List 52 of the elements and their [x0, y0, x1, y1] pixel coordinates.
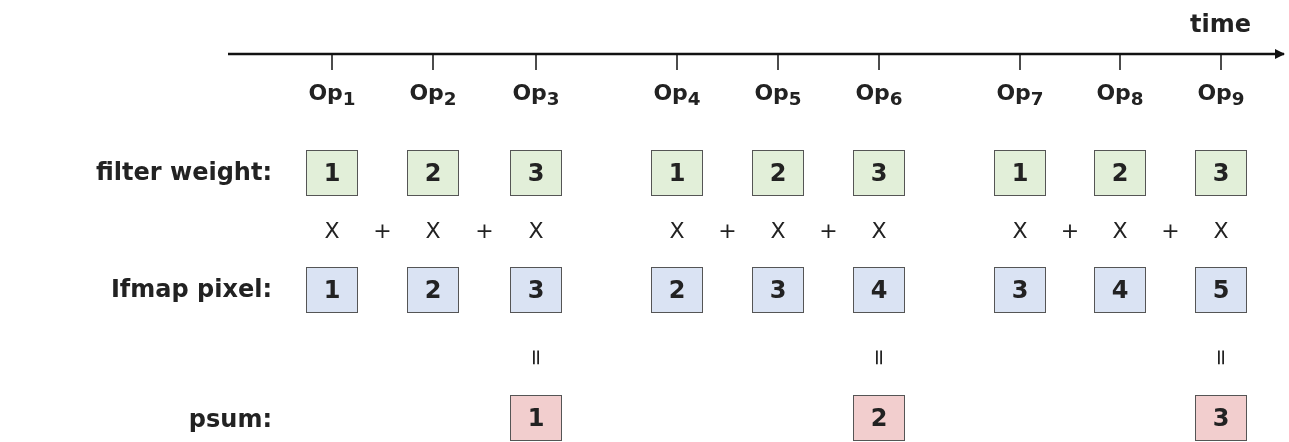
operation-label: Op$_{1}$	[308, 80, 356, 110]
filter-weight-box: 3	[510, 150, 562, 196]
multiply-sign: X	[669, 218, 685, 243]
filter-weight-box: 1	[651, 150, 703, 196]
ifmap-pixel-box: 4	[853, 267, 905, 313]
multiply-sign: X	[871, 218, 887, 243]
multiply-sign: X	[528, 218, 544, 243]
operation-label: Op$_{9}$	[1197, 80, 1245, 110]
operation-label: Op$_{3}$	[512, 80, 560, 110]
ifmap-pixel-box: 5	[1195, 267, 1247, 313]
psum-box: 2	[853, 395, 905, 441]
operation-label: Op$_{2}$	[409, 80, 457, 110]
ifmap-pixel-box: 3	[994, 267, 1046, 313]
equals-sign: =	[523, 348, 549, 367]
plus-sign: +	[475, 218, 494, 243]
plus-sign: +	[718, 218, 737, 243]
multiply-sign: X	[1112, 218, 1128, 243]
row-label: psum:	[188, 405, 272, 433]
operation-label: Op$_{6}$	[855, 80, 903, 110]
plus-sign: +	[373, 218, 392, 243]
filter-weight-box: 3	[1195, 150, 1247, 196]
row-label: Ifmap pixel:	[110, 275, 272, 303]
multiply-sign: X	[770, 218, 786, 243]
filter-weight-box: 2	[407, 150, 459, 196]
plus-sign: +	[1161, 218, 1180, 243]
ifmap-pixel-box: 2	[407, 267, 459, 313]
operation-label: Op$_{7}$	[996, 80, 1044, 110]
ifmap-pixel-box: 3	[510, 267, 562, 313]
operation-label: Op$_{4}$	[653, 80, 701, 110]
row-label: filter weight:	[96, 158, 272, 186]
ifmap-pixel-box: 2	[651, 267, 703, 313]
filter-weight-box: 2	[752, 150, 804, 196]
multiply-sign: X	[1213, 218, 1229, 243]
plus-sign: +	[819, 218, 838, 243]
ifmap-pixel-box: 4	[1094, 267, 1146, 313]
multiply-sign: X	[1012, 218, 1028, 243]
operation-label: Op$_{5}$	[754, 80, 802, 110]
psum-box: 3	[1195, 395, 1247, 441]
plus-sign: +	[1060, 218, 1080, 243]
equals-sign: =	[1208, 348, 1234, 367]
operation-label: Op$_{8}$	[1096, 80, 1144, 110]
time-label: time	[1190, 10, 1251, 38]
ifmap-pixel-box: 3	[752, 267, 804, 313]
equals-sign: =	[866, 348, 892, 367]
filter-weight-box: 3	[853, 150, 905, 196]
multiply-sign: X	[324, 218, 340, 243]
filter-weight-box: 2	[1094, 150, 1146, 196]
multiply-sign: X	[425, 218, 441, 243]
filter-weight-box: 1	[994, 150, 1046, 196]
ifmap-pixel-box: 1	[306, 267, 358, 313]
psum-box: 1	[510, 395, 562, 441]
filter-weight-box: 1	[306, 150, 358, 196]
